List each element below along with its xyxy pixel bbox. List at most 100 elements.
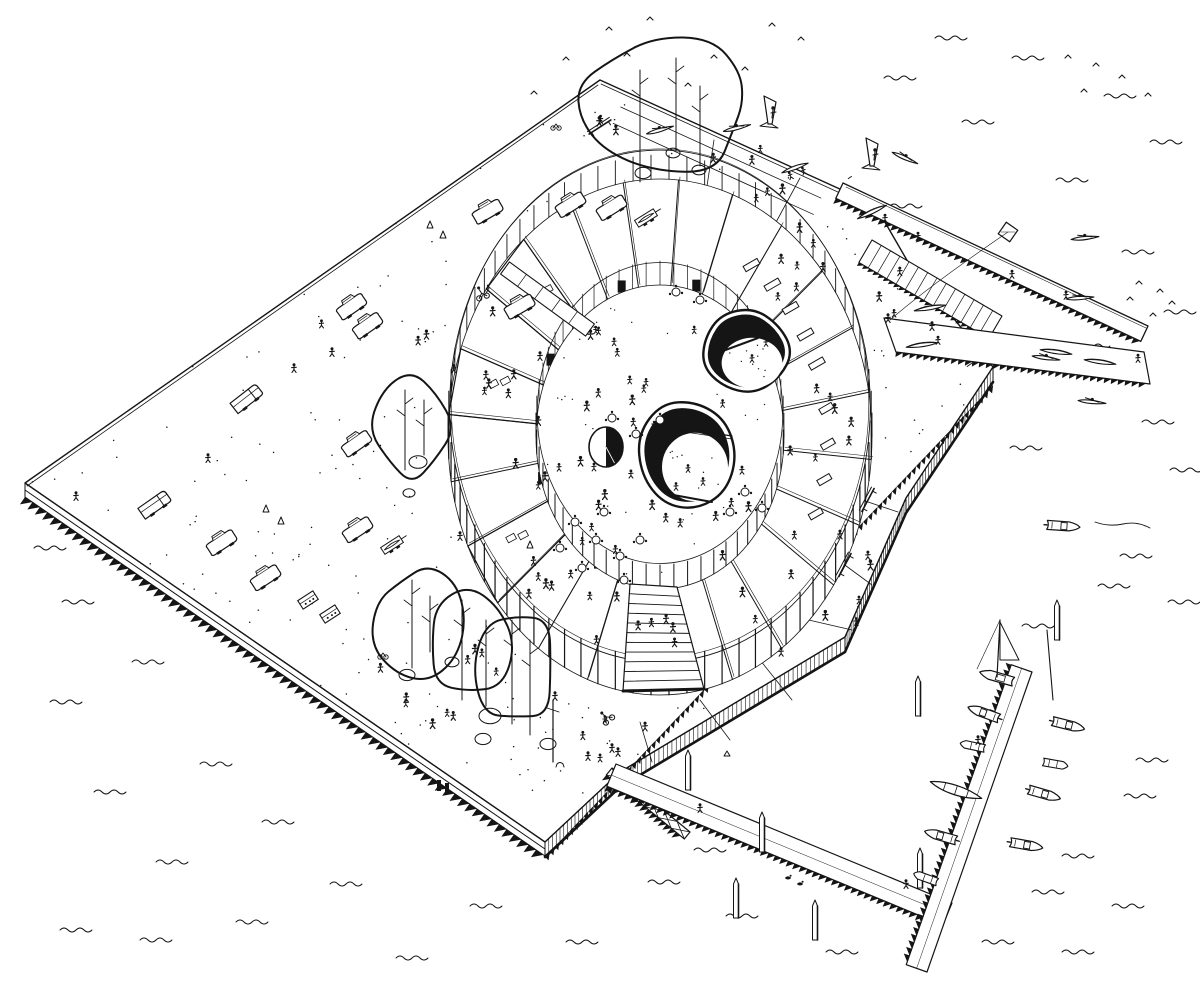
person [481,386,488,396]
person [752,614,758,624]
person [548,580,555,591]
person [602,715,608,724]
person [556,462,562,472]
person [677,518,683,528]
small-boat [1041,757,1069,770]
room-wall [497,531,567,604]
person [542,578,550,590]
wave-mark [261,819,295,825]
wave-mark [1021,623,1055,629]
cafe-table [567,514,583,527]
room-wall [730,558,784,649]
person [763,338,769,347]
person [885,313,891,323]
floating-dock [604,763,953,926]
person [577,455,584,467]
person [444,708,450,718]
kayak [1077,397,1107,405]
wave-mark [1141,419,1175,425]
wave-mark [647,879,681,885]
cafe-table [596,504,612,517]
van [229,384,264,415]
gym-bench [763,277,782,292]
bird [1080,88,1088,93]
courtyard-tables [632,532,648,545]
person [530,556,537,566]
wave-mark [93,789,127,795]
person [791,530,798,540]
wave-mark [1149,139,1183,145]
bird [1064,54,1072,59]
mooring-pile [917,847,924,889]
bird [623,52,631,57]
trees-group [371,36,744,751]
person [749,154,755,165]
person [597,753,603,763]
person [822,609,829,621]
cyclist [476,286,490,302]
bird [684,82,692,87]
mooring-pile [759,811,766,853]
breakwater-jetty [833,182,1149,344]
small-boat [959,740,987,753]
person [464,654,471,665]
room-wall [485,285,561,351]
person [483,370,489,380]
cafe-table [552,540,568,553]
person [642,721,648,732]
person [471,643,479,655]
person [648,617,655,628]
person [810,238,816,248]
windsurfer [861,137,881,171]
person [329,347,335,357]
person [975,735,981,745]
harbor-group [601,182,1151,973]
market-table [816,472,833,487]
courtyard-tables [567,514,583,527]
person [685,464,691,473]
sunken-courtyard-hole [702,308,792,393]
bench [858,486,877,513]
wave-mark [1167,599,1200,605]
kayak [1031,353,1061,361]
wave-mark [1061,949,1095,955]
courtyard-tables [574,560,590,573]
wave-mark [1121,249,1155,255]
wave-mark [469,903,503,909]
room-wall [701,576,735,680]
expansion-joint [759,659,793,701]
bird [1126,296,1134,301]
person [630,417,636,427]
person [778,253,785,264]
mooring-pile [685,749,692,791]
bird [1156,288,1164,293]
wave-mark [329,881,363,887]
traffic-cone [426,220,434,229]
person [739,586,746,598]
bird [1149,312,1157,317]
person [719,549,726,561]
bench [835,551,854,578]
van [137,490,172,520]
person [787,171,794,181]
car [205,529,238,557]
person [291,363,297,373]
person [541,471,549,482]
kite [889,221,1019,321]
person [1063,290,1069,300]
person [749,354,755,363]
water-group [33,16,1200,961]
person [612,124,619,136]
person [591,462,597,472]
bird [710,54,718,59]
dark-doorway [546,353,555,366]
courtyard-tables [652,412,668,425]
person [643,378,649,387]
mooring-pile [733,877,740,919]
person [867,559,874,571]
person [778,647,784,657]
motorboat [967,705,1003,724]
canoe [1039,348,1073,355]
person [745,501,752,513]
kayak [722,123,752,133]
